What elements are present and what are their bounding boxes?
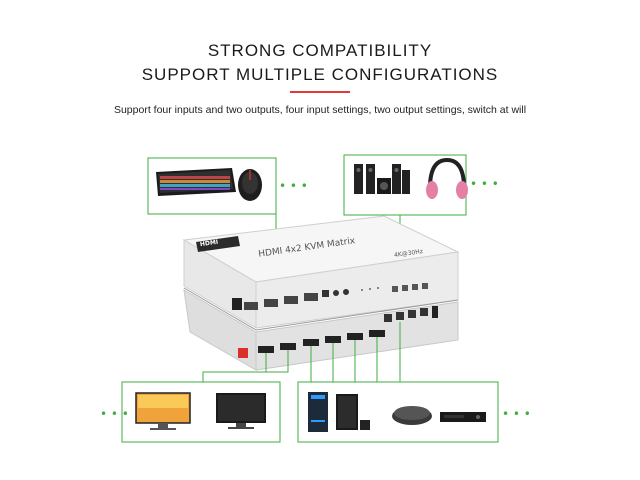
game-console-icon xyxy=(336,394,370,430)
heading-line-1: STRONG COMPATIBILITY xyxy=(207,41,433,60)
mouse-icon xyxy=(238,169,262,201)
kvm-matrix-device xyxy=(182,215,460,371)
svg-text:• • •: • • • xyxy=(502,407,531,421)
dvd-player-icon xyxy=(440,412,486,422)
keyboard-icon xyxy=(156,168,236,196)
media-player-icon xyxy=(392,406,432,425)
headphones-icon xyxy=(426,157,468,199)
pc-tower-icon xyxy=(308,392,328,432)
heading-divider xyxy=(290,91,350,93)
tv-icon xyxy=(216,393,266,429)
monitor-icon xyxy=(135,392,191,430)
svg-text:• • •: • • • xyxy=(100,407,129,421)
speakers-icon xyxy=(354,164,410,194)
svg-text:• • •: • • • xyxy=(470,177,499,191)
heading-line-2: SUPPORT MULTIPLE CONFIGURATIONS xyxy=(141,65,499,84)
svg-text:• • •: • • • xyxy=(279,179,308,193)
subtitle: Support four inputs and two outputs, fou… xyxy=(113,104,527,116)
